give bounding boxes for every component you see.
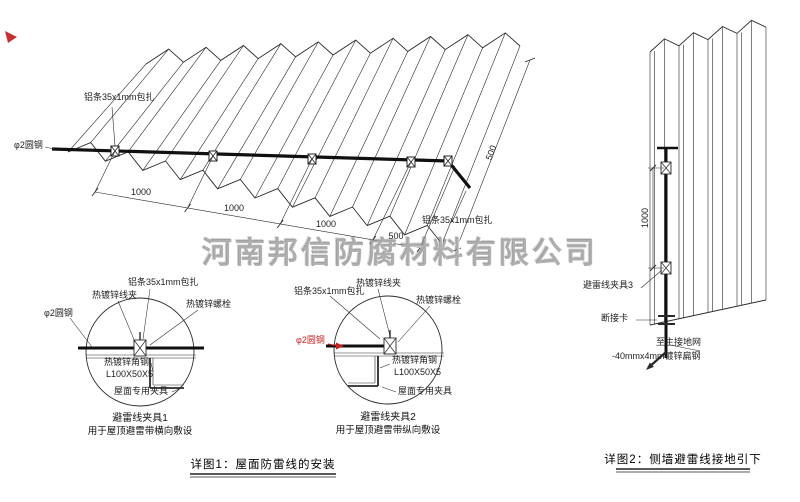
detail2-drawing [326,288,444,405]
detail1-label-aluminum-strip: 铝条35x1mm包扎 [128,277,199,287]
detail2-label-angle-spec: L100X50X5 [394,367,442,377]
detail1-caption-sub: 用于屋顶避雷带横向敷设 [87,426,193,437]
wall-label-clamp3: 避雷线夹具3 [583,280,634,290]
detail2-label-round-steel: φ2圆钢 [296,335,325,345]
roof-dim-1000-a: 1000 [130,187,152,197]
detail1-label-wire-clamp: 热镀锌线夹 [92,290,138,300]
wall-dim-1000: 1000 [640,207,651,229]
detail1-caption-title: 避雷线夹具1 [112,413,168,424]
wall-label-to-ground: 至主接地网 [656,337,702,347]
caption-detail2: 详图2：侧墙避雷线接地引下 [604,454,762,466]
red-arrow-icon [336,342,344,350]
detail1-label-angle-steel: 热镀锌角钢 [104,357,150,367]
ground-arrow-icon [646,362,654,370]
detail2-label-bolt: 热镀锌螺栓 [416,295,462,305]
caption-underlines [190,468,750,478]
detail1-label-round-steel: φ2圆钢 [44,308,73,318]
roof-isometric-drawing [44,32,536,253]
detail1-drawing [69,288,204,407]
detail1-label-roof-clamp: 屋面专用夹具 [114,386,169,396]
roof-dim-500-front: 500 [388,231,404,241]
wall-label-flat-steel: -40mmx4mm镀锌扁钢 [612,351,701,361]
roof-dim-1000-c: 1000 [315,219,337,229]
wall-label-disconnect: 断接卡 [601,313,629,323]
detail2-label-angle-steel: 热镀锌角钢 [392,355,438,365]
detail2-label-wire-clamp: 热镀锌线夹 [356,278,402,288]
caption-detail1: 详图1：屋面防雷线的安装 [190,459,336,471]
roof-label-aluminum-strip-right: 铝条35x1mm包扎 [422,215,493,225]
roof-label-round-steel: φ2圆钢 [14,140,43,150]
roof-label-aluminum-strip-top: 铝条35x1mm包扎 [84,92,155,102]
detail2-caption-sub: 用于屋顶避雷带纵向敷设 [335,425,441,436]
roof-dimensions [91,57,536,253]
corner-mark [5,31,17,43]
detail2-label-aluminum-strip: 铝条35x1mm包扎 [294,286,365,296]
detail2-caption-title: 避雷线夹具2 [360,412,416,423]
detail2-label-roof-clamp: 屋面专用夹具 [398,386,453,396]
wall-drawing [636,19,767,370]
detail1-label-bolt: 热镀锌螺栓 [186,299,232,309]
detail1-label-angle-spec: L100X50X5 [106,369,154,379]
roof-dim-1000-b: 1000 [223,203,245,213]
